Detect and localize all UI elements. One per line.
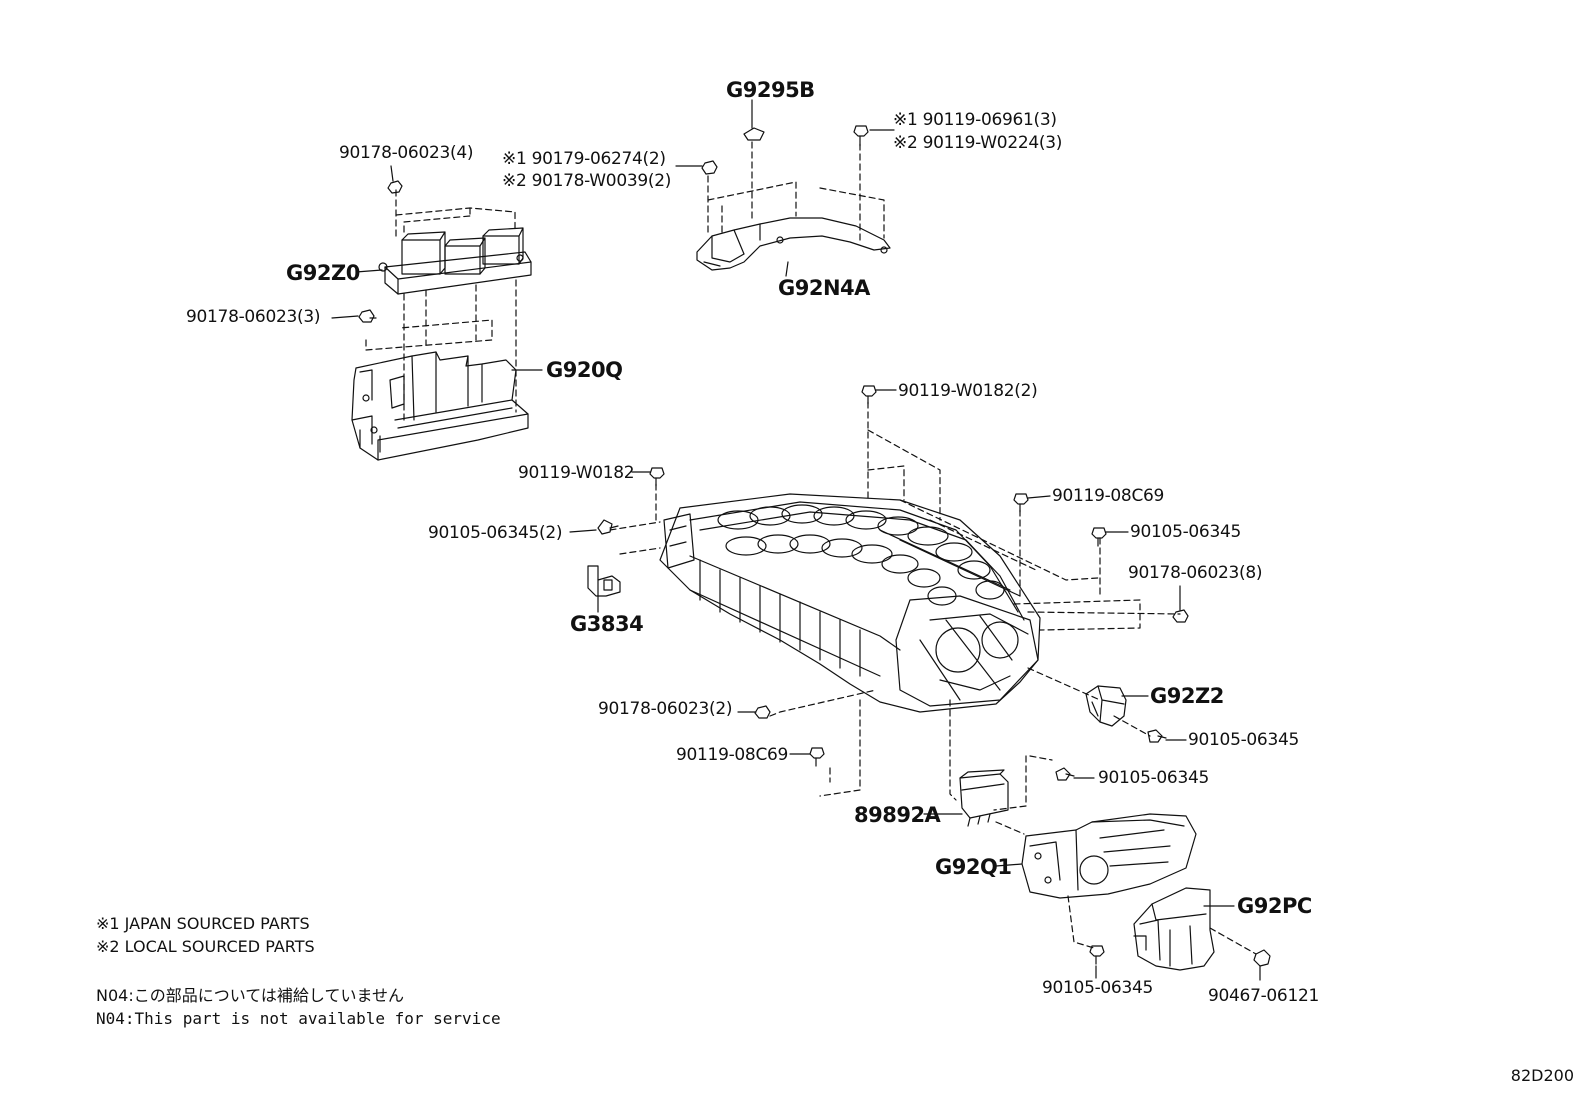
- guides-g92n4a: [708, 142, 884, 240]
- guides-g92q1: [996, 822, 1256, 954]
- label-90119-08c69-bot: 90119-08C69: [676, 745, 789, 765]
- label-90178-06023-2: 90178-06023(2): [598, 699, 733, 719]
- note-local-sourced: ※2 LOCAL SOURCED PARTS: [96, 937, 315, 956]
- guides-battery: [610, 402, 1180, 810]
- label-90119-w0182: 90119-W0182: [518, 463, 635, 483]
- label-90105-06345-bot: 90105-06345: [1042, 978, 1153, 998]
- label-g92pc: G92PC: [1237, 894, 1312, 918]
- label-90178-06023-8: 90178-06023(8): [1128, 563, 1263, 583]
- part-g92q1: [1022, 814, 1196, 898]
- label-g92z2: G92Z2: [1150, 684, 1224, 708]
- label-90119-06961: ※1 90119-06961(3): [893, 110, 1057, 130]
- part-g92z2: [1086, 686, 1126, 726]
- note-n04-japanese: N04:この部品については補給していません: [96, 986, 404, 1005]
- part-g92n4a: [697, 218, 890, 270]
- leader-lines: [332, 100, 1260, 980]
- note-n04-english: N04:This part is not available for servi…: [96, 1009, 501, 1028]
- label-90179-06274: ※1 90179-06274(2): [502, 149, 666, 169]
- fasteners: [359, 126, 1270, 966]
- label-g3834: G3834: [570, 612, 644, 636]
- label-90467-06121: 90467-06121: [1208, 986, 1319, 1006]
- label-g92q1: G92Q1: [935, 855, 1012, 879]
- part-g3834: [588, 566, 620, 596]
- label-90178-06023-3: 90178-06023(3): [186, 307, 321, 327]
- label-90119-w0224: ※2 90119-W0224(3): [893, 133, 1063, 153]
- part-battery-assembly: [660, 494, 1040, 712]
- label-90105-06345-2: 90105-06345(2): [428, 523, 563, 543]
- clip-g9295b: [744, 128, 764, 140]
- label-g92z0: G92Z0: [286, 261, 360, 285]
- part-g92z0: [379, 228, 531, 294]
- diagram-reference-code: 82D200: [1510, 1066, 1574, 1085]
- label-90105-06345-r2: 90105-06345: [1188, 730, 1299, 750]
- label-90178-w0039: ※2 90178-W0039(2): [502, 171, 672, 191]
- label-89892a: 89892A: [854, 803, 941, 827]
- part-g920q: [352, 352, 528, 460]
- part-g92pc: [1134, 888, 1214, 970]
- label-g920q: G920Q: [546, 358, 623, 382]
- label-90178-06023-4: 90178-06023(4): [339, 143, 474, 163]
- guides-g92z0: [366, 190, 516, 420]
- label-90119-w0182-2: 90119-W0182(2): [898, 381, 1038, 401]
- label-90119-08c69-top: 90119-08C69: [1052, 486, 1165, 506]
- note-japan-sourced: ※1 JAPAN SOURCED PARTS: [96, 914, 310, 933]
- label-90105-06345-r3: 90105-06345: [1098, 768, 1209, 788]
- part-89892a: [960, 770, 1008, 826]
- label-g9295b: G9295B: [726, 78, 815, 102]
- label-90105-06345-r1: 90105-06345: [1130, 522, 1241, 542]
- label-g92n4a: G92N4A: [778, 276, 870, 300]
